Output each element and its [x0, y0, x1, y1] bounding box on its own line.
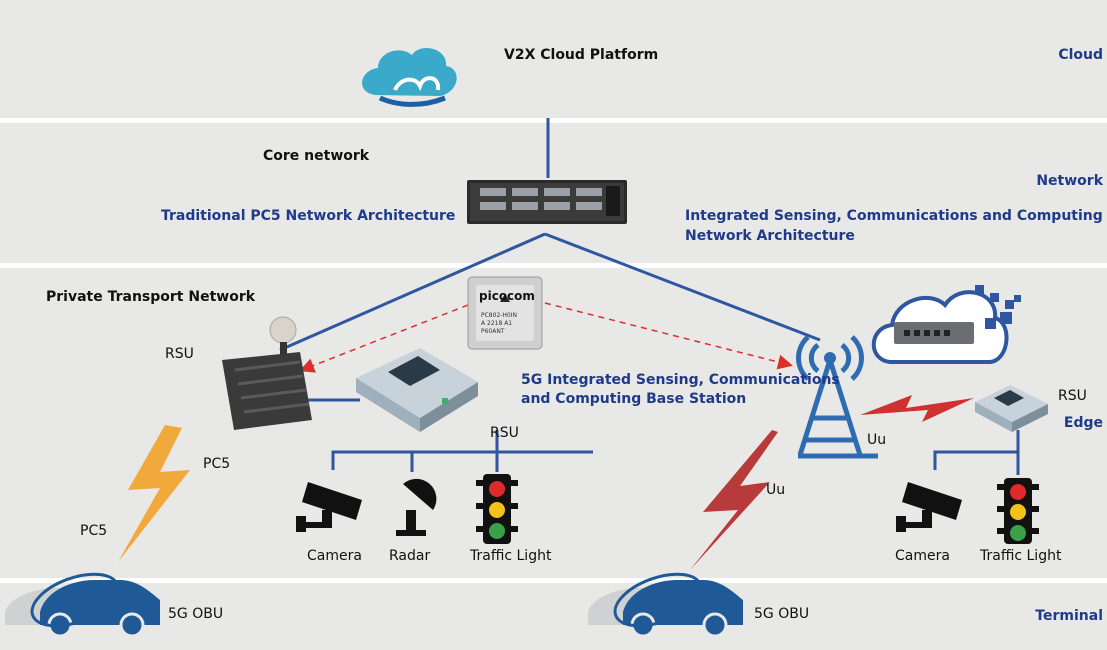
private-network-label: Private Transport Network	[46, 289, 256, 305]
pc5-label: PC5	[203, 456, 231, 472]
traditional-arch-label: Traditional PC5 Network Architecture	[161, 208, 456, 224]
chip-line: A 2218 A1	[481, 320, 513, 327]
device-label: Traffic Light	[980, 548, 1062, 564]
uu-label: Uu	[867, 432, 887, 448]
cloud-platform-title: V2X Cloud Platform	[504, 47, 659, 63]
traffic-light-icon	[476, 474, 518, 544]
core-server-icon	[467, 180, 627, 224]
device-label: Camera	[307, 548, 362, 564]
network-links	[279, 118, 1020, 475]
iscc-arch-label: Network Architecture	[685, 228, 855, 244]
layer-label-edge: Edge	[1063, 415, 1103, 431]
iscc-arch-label: Integrated Sensing, Communications and C…	[685, 208, 1103, 224]
terminal-band	[0, 583, 1107, 650]
rsu-mid-icon	[356, 348, 478, 432]
pc5-label: PC5	[80, 523, 108, 539]
layer-label-cloud: Cloud	[1058, 47, 1103, 63]
device-label: Traffic Light	[470, 548, 552, 564]
edge-cloud-icon	[871, 285, 1021, 364]
chip-line: PC802-H0IN	[481, 312, 518, 319]
sensing-arrows	[299, 302, 793, 373]
rsu-label: RSU	[1058, 388, 1087, 404]
cloud-logo-icon	[362, 48, 457, 107]
obu-label: 5G OBU	[168, 606, 224, 622]
rsu-label: RSU	[165, 346, 194, 362]
layer-label-network: Network	[1036, 173, 1103, 189]
band-separator	[0, 578, 1107, 583]
camera-icon	[296, 482, 362, 532]
core-network-label: Core network	[263, 148, 370, 164]
device-label: Radar	[389, 548, 431, 564]
band-separator	[0, 263, 1107, 268]
chip-brand: picocom	[479, 289, 535, 303]
cloud-band	[0, 0, 1107, 118]
layer-label-terminal: Terminal	[1035, 608, 1103, 624]
band-separator	[0, 118, 1107, 123]
rsu-left-icon	[222, 316, 312, 430]
car-icon	[588, 572, 743, 638]
car-icon	[5, 572, 160, 638]
uu-lightning-icon	[860, 395, 974, 422]
picocom-chip-icon	[467, 276, 543, 350]
radar-icon	[396, 478, 437, 536]
traffic-light-icon	[997, 478, 1039, 544]
base-station-label: 5G Integrated Sensing, Communications	[521, 372, 840, 388]
camera-icon	[896, 482, 962, 532]
base-station-tower-icon	[796, 335, 878, 459]
pc5-lightning-icon	[118, 425, 190, 562]
rsu-label: RSU	[490, 425, 519, 441]
uu-label: Uu	[766, 482, 786, 498]
base-station-label: and Computing Base Station	[521, 391, 747, 407]
uu-lightning-icon	[690, 430, 778, 570]
obu-label: 5G OBU	[754, 606, 810, 622]
chip-line: P60ANT	[481, 328, 505, 335]
device-label: Camera	[895, 548, 950, 564]
rsu-right-icon	[975, 385, 1048, 432]
